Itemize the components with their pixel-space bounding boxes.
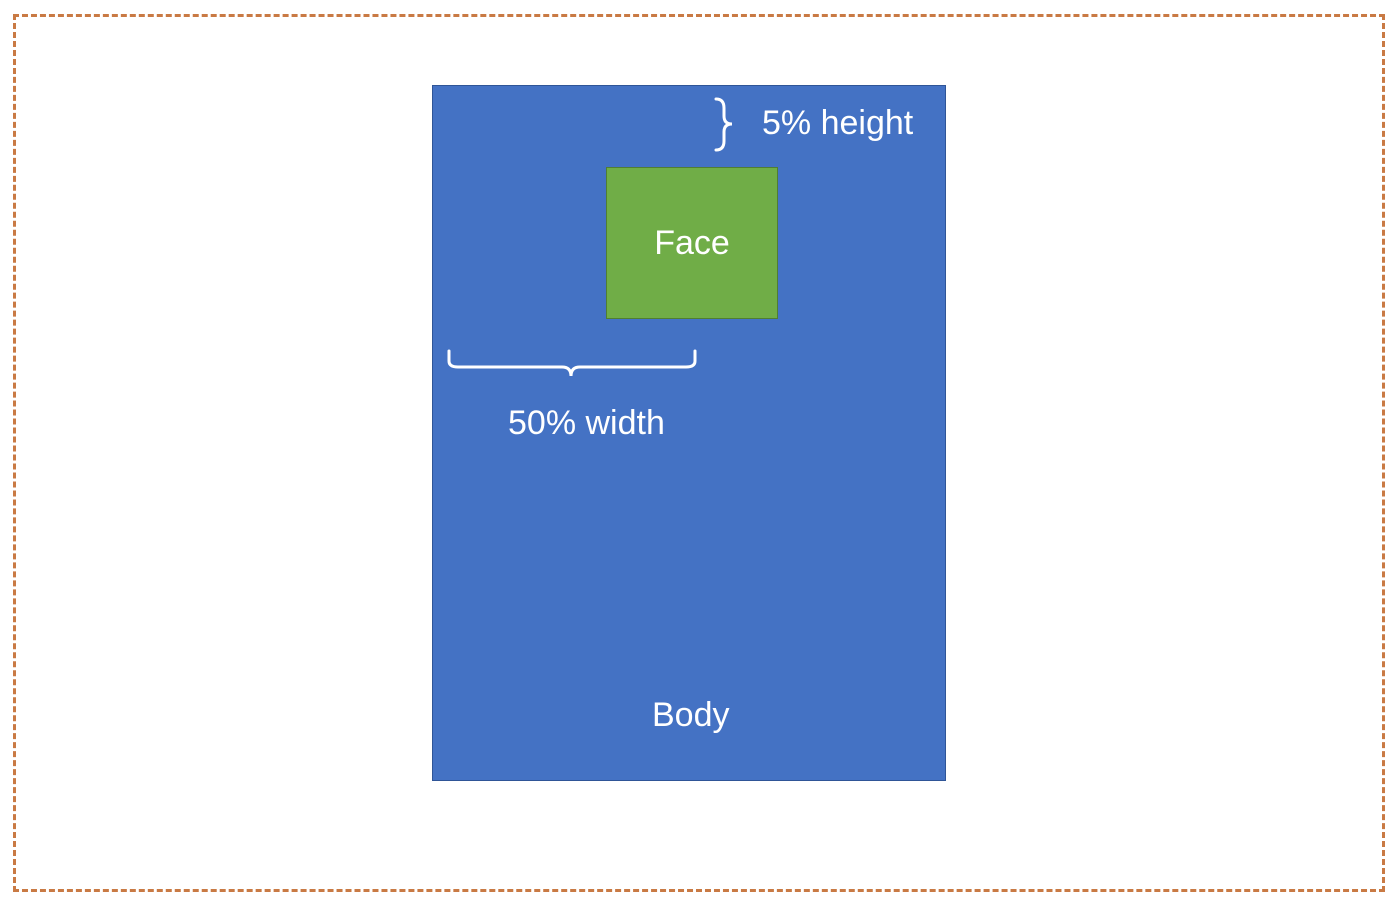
- height-annotation-label: 5% height: [762, 104, 914, 142]
- face-box: Face: [606, 167, 778, 319]
- face-label: Face: [654, 224, 730, 262]
- body-label: Body: [652, 696, 730, 734]
- outer-dashed-frame: [13, 14, 1385, 892]
- width-annotation-label: 50% width: [508, 404, 665, 442]
